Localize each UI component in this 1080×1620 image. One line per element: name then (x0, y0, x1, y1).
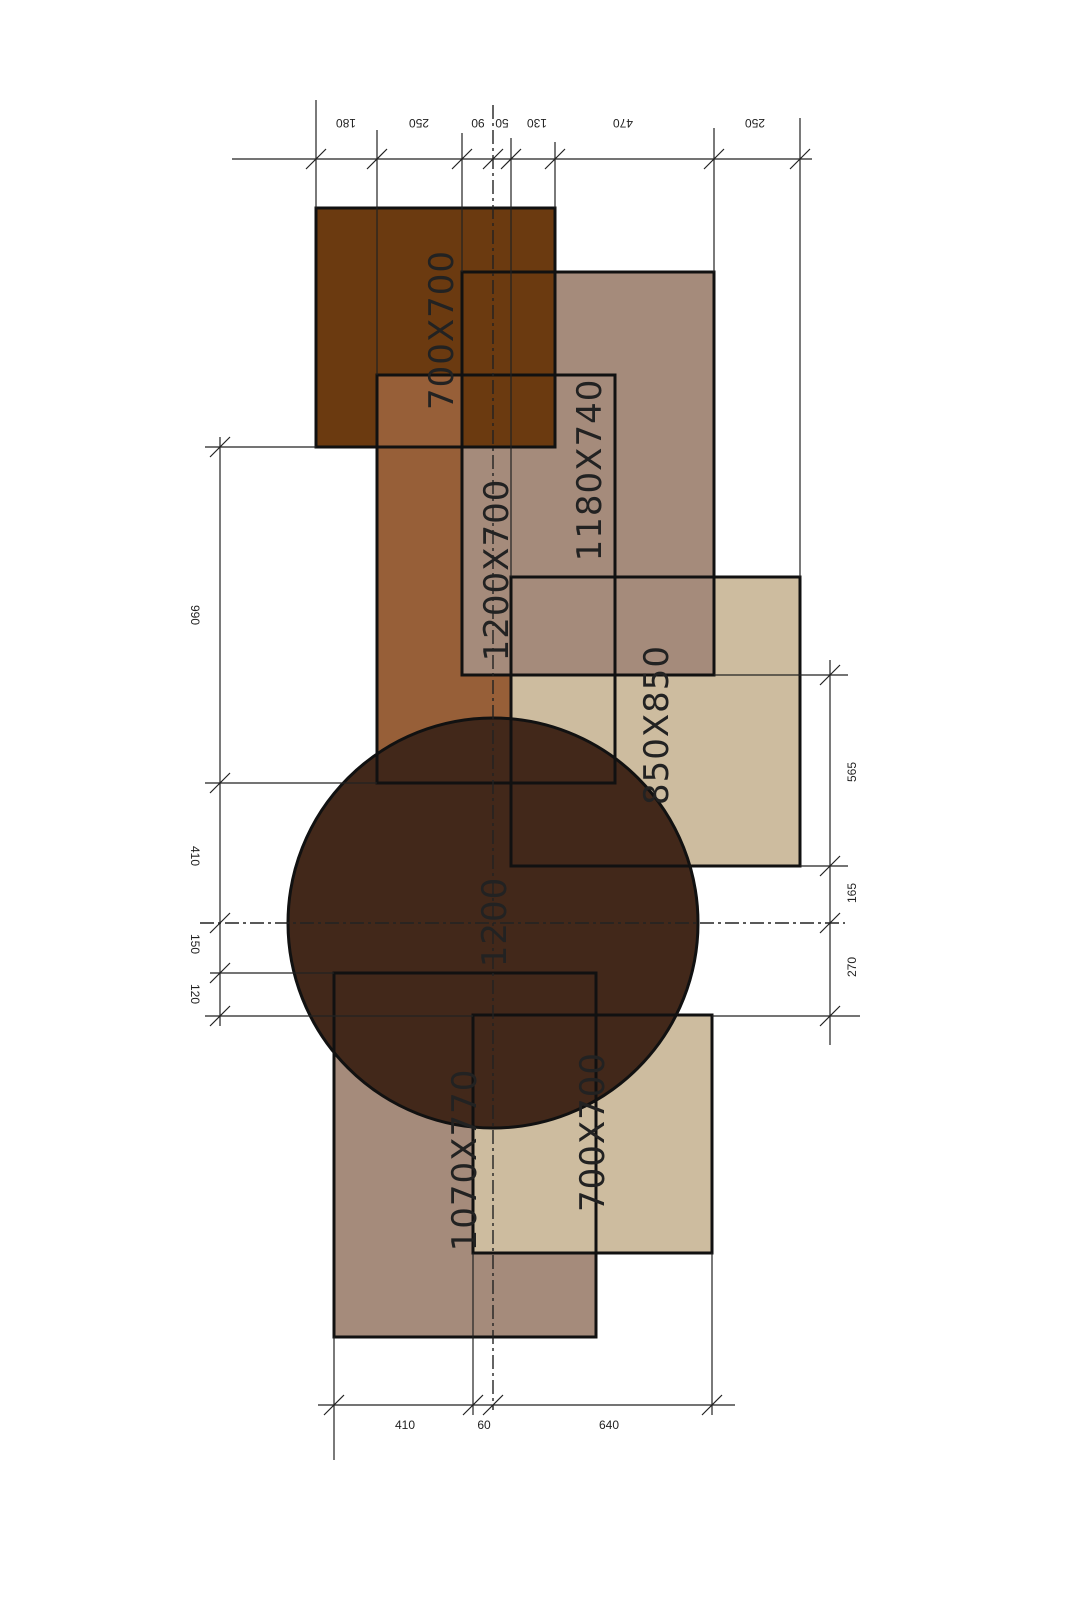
top-dimension-labels: 180 250 90 50 130 470 250 (336, 116, 765, 130)
label-1200x700: 1200X700 (477, 479, 517, 662)
label-850x850: 850X850 (637, 645, 677, 805)
dim-left-410: 410 (188, 846, 202, 866)
left-dimension-labels: 990 410 150 120 (188, 605, 202, 1004)
top-dimension-chain (232, 100, 812, 577)
dim-right-565: 565 (845, 762, 859, 782)
dim-right-270: 270 (845, 957, 859, 977)
label-700x700-bottom: 700X700 (573, 1052, 613, 1212)
dim-top-90: 90 (471, 116, 485, 130)
bottom-dimension-chain (318, 1253, 735, 1460)
label-700x700-top: 700X700 (422, 250, 462, 410)
dim-bottom-640: 640 (599, 1418, 619, 1432)
dim-left-120: 120 (188, 984, 202, 1004)
dim-top-250: 250 (409, 116, 429, 130)
dim-left-150: 150 (188, 934, 202, 954)
overlap-patch (462, 272, 555, 447)
dim-left-990: 990 (188, 605, 202, 625)
bottom-dimension-labels: 410 60 640 (395, 1418, 619, 1432)
dim-top-50: 50 (495, 116, 509, 130)
dim-top-250b: 250 (745, 116, 765, 130)
right-dimension-labels: 565 165 270 (845, 762, 859, 977)
shape-outlines (286, 206, 802, 1339)
dim-right-165: 165 (845, 883, 859, 903)
dim-bottom-410: 410 (395, 1418, 415, 1432)
right-dimension-chain (712, 660, 860, 1045)
dim-top-470: 470 (613, 116, 633, 130)
label-1200-circle: 1200 (475, 877, 515, 968)
left-dimension-chain (205, 436, 473, 1027)
label-1180x740: 1180X740 (570, 379, 610, 562)
dim-top-180: 180 (336, 116, 356, 130)
label-1070x770: 1070X770 (445, 1069, 485, 1252)
shape-labels: 700X700 1180X740 1200X700 850X850 1200 1… (422, 250, 677, 1251)
dim-top-130: 130 (527, 116, 547, 130)
dim-bottom-60: 60 (477, 1418, 491, 1432)
